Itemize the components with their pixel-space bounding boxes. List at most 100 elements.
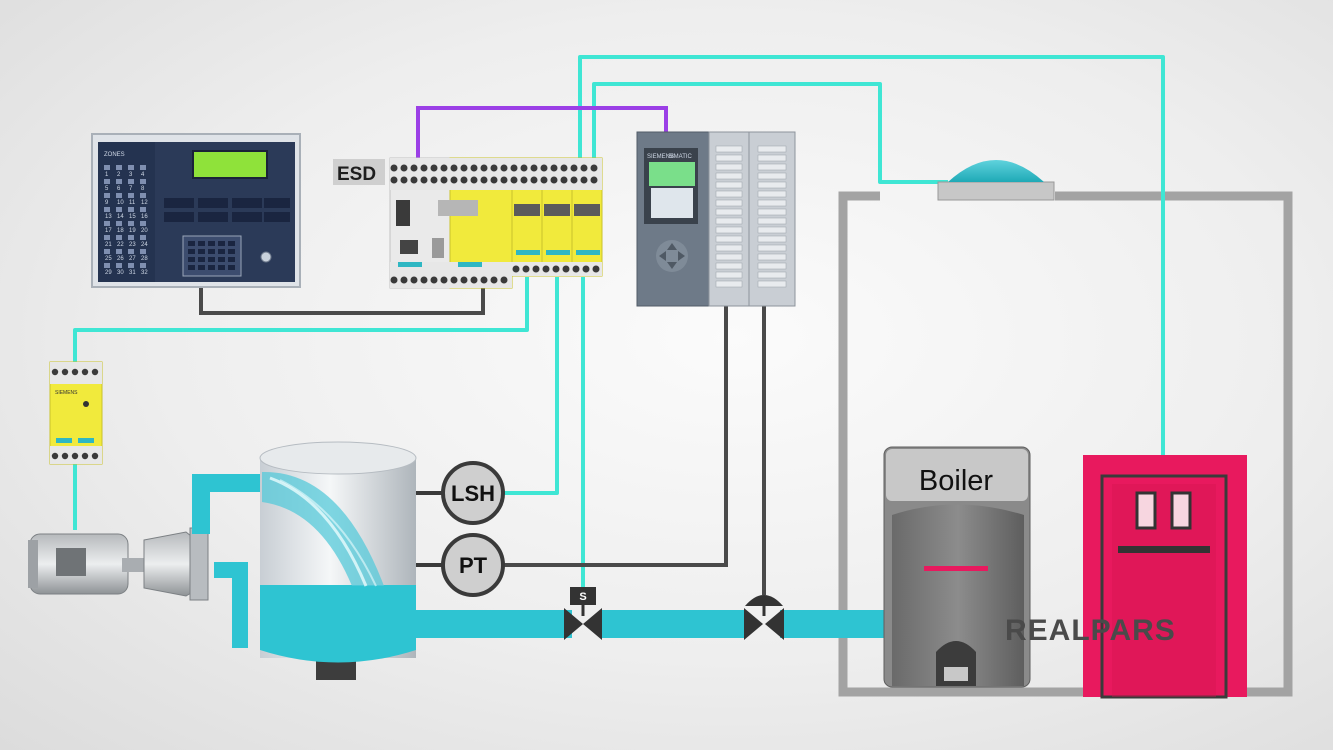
zone-led	[104, 221, 110, 226]
zone-led	[116, 179, 122, 184]
zone-number: 7	[129, 186, 133, 192]
io-channel	[757, 208, 787, 216]
zone-led	[140, 165, 146, 170]
zone-number: 3	[129, 172, 133, 178]
zone-number: 9	[105, 200, 109, 206]
plc-io-slots	[715, 145, 787, 288]
zone-number: 14	[117, 214, 124, 220]
zone-number: 22	[117, 242, 124, 248]
keypad-key	[208, 241, 215, 246]
terminal-screw	[420, 164, 428, 172]
terminal-screw	[410, 164, 418, 172]
zone-number: 30	[117, 270, 124, 276]
plc-brand: SIEMENS	[647, 154, 674, 160]
terminal-screw	[400, 176, 408, 184]
terminal-screw	[580, 164, 588, 172]
keypad-key	[218, 257, 225, 262]
zone-led	[128, 207, 134, 212]
plc-model: SIMATIC	[668, 154, 693, 160]
terminal-screw	[450, 176, 458, 184]
keypad-key	[218, 249, 225, 254]
zone-number: 12	[141, 200, 148, 206]
terminal-screw	[440, 164, 448, 172]
terminal-screw	[532, 265, 540, 273]
io-channel	[715, 271, 743, 279]
io-channel	[715, 217, 743, 225]
solenoid-shutoff-valve: S	[564, 587, 602, 640]
terminal-screw	[470, 176, 478, 184]
zones-title: ZONES	[104, 152, 125, 158]
zone-number: 25	[105, 256, 112, 262]
zone-led	[104, 235, 110, 240]
terminal-screw	[590, 164, 598, 172]
wire-to-lsh	[503, 277, 559, 495]
keypad-key	[198, 265, 205, 270]
terminal-screw	[592, 265, 600, 273]
terminal-screw	[480, 176, 488, 184]
zone-number: 4	[141, 172, 145, 178]
terminal-screw	[440, 176, 448, 184]
keypad-key	[198, 257, 205, 262]
terminal-screw	[540, 176, 548, 184]
terminal-screw	[470, 164, 478, 172]
terminal-screw	[510, 176, 518, 184]
io-channel	[715, 145, 743, 153]
terminal-screw	[500, 276, 508, 284]
control-valve	[744, 595, 784, 640]
terminal-screw	[542, 265, 550, 273]
keypad-key	[188, 265, 195, 270]
lsh-label: LSH	[451, 481, 495, 506]
io-channel	[757, 163, 787, 171]
terminal-screw	[490, 276, 498, 284]
zone-led	[140, 207, 146, 212]
io-channel	[757, 181, 787, 189]
terminal-screw	[81, 368, 89, 376]
terminal-screw	[430, 164, 438, 172]
terminal-screw	[51, 368, 59, 376]
burner-access-door	[1083, 455, 1247, 699]
io-channel	[715, 199, 743, 207]
pt-label: PT	[459, 553, 488, 578]
io-channel	[757, 253, 787, 261]
zone-led	[104, 249, 110, 254]
starter-brand: SIEMENS	[55, 390, 78, 396]
zone-led	[116, 221, 122, 226]
terminal-screw	[500, 164, 508, 172]
terminal-screw	[390, 176, 398, 184]
zone-number: 20	[141, 228, 148, 234]
io-channel	[757, 199, 787, 207]
zone-led	[128, 221, 134, 226]
terminal-screw	[440, 276, 448, 284]
keypad-key	[218, 265, 225, 270]
zone-number: 28	[141, 256, 148, 262]
zone-led	[116, 193, 122, 198]
terminal-screw	[572, 265, 580, 273]
zone-led	[128, 235, 134, 240]
realpars-logo: REALPARS	[1005, 614, 1175, 647]
io-channel	[757, 235, 787, 243]
terminal-screw	[470, 276, 478, 284]
io-channel	[715, 235, 743, 243]
keypad-key	[208, 249, 215, 254]
terminal-screw	[460, 164, 468, 172]
keypad-key	[208, 257, 215, 262]
io-channel	[757, 217, 787, 225]
terminal-screw	[420, 176, 428, 184]
keypad-key	[228, 257, 235, 262]
terminal-screw	[552, 265, 560, 273]
io-channel	[715, 190, 743, 198]
zone-led	[140, 263, 146, 268]
terminal-screw	[490, 176, 498, 184]
siemens-plc: SIEMENS SIMATIC	[636, 131, 796, 307]
zone-led	[128, 179, 134, 184]
zone-number: 16	[141, 214, 148, 220]
terminal-screw	[81, 452, 89, 460]
zone-led	[128, 263, 134, 268]
panel-function-buttons	[164, 198, 290, 222]
terminal-screw	[450, 276, 458, 284]
zone-led	[104, 193, 110, 198]
key-switch	[260, 251, 272, 263]
terminal-screw	[61, 452, 69, 460]
